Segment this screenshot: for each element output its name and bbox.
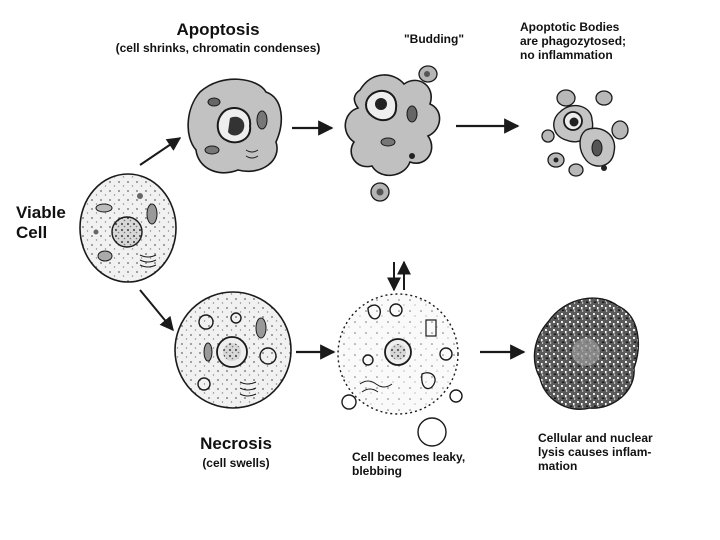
apoptotic-organelle	[204, 145, 220, 155]
lysis-line-1: Cellular and nuclear	[538, 431, 653, 445]
viable-mitochondrion	[95, 203, 113, 213]
membrane-bleb	[417, 417, 447, 447]
necrosis-title: Necrosis	[200, 434, 272, 453]
budding-granule	[409, 153, 415, 159]
leaky-organelle	[439, 347, 453, 361]
necrosis-subtitle: (cell swells)	[202, 456, 270, 470]
leaky-organelle	[389, 303, 403, 317]
bodies-line-1: Apoptotic Bodies	[520, 20, 620, 34]
leaky-organelle	[425, 319, 437, 337]
necrotic-swollen-cell	[174, 291, 292, 409]
membrane-bleb	[449, 389, 463, 403]
leaky-label: Cell becomes leaky, blebbing	[352, 450, 466, 479]
viable-line-2: Cell	[16, 222, 48, 242]
leaky-er	[359, 380, 393, 393]
budding-cell	[344, 65, 441, 202]
leaky-blebbing-cell	[337, 260, 463, 447]
apoptotic-body	[595, 90, 613, 106]
swollen-vacuole	[259, 347, 277, 365]
budding-cell-membrane	[344, 74, 441, 177]
budding-organelle	[380, 137, 396, 147]
apoptosis-subtitle: (cell shrinks, chromatin condenses)	[115, 41, 321, 55]
apoptosis-title: Apoptosis	[176, 20, 260, 39]
lysed-cell	[533, 297, 639, 410]
apoptotic-organelle	[207, 97, 221, 107]
arrow-to-apoptosis	[139, 137, 182, 166]
swollen-vacuole	[198, 314, 214, 330]
apoptotic-body	[556, 89, 576, 107]
lysis-line-3: mation	[538, 458, 578, 473]
leaky-organelle	[421, 372, 436, 390]
viable-line-1: Viable	[16, 203, 66, 222]
apoptotic-body-content	[601, 165, 607, 171]
swollen-vacuole	[230, 312, 242, 324]
lysis-label: Cellular and nuclear lysis causes inflam…	[538, 431, 653, 473]
condensed-chromatin	[228, 116, 245, 136]
lysed-nucleus-remnant	[572, 338, 600, 366]
swollen-cell-chromatin	[223, 343, 241, 361]
viable-granule	[93, 229, 99, 235]
apoptotic-bodies	[541, 89, 629, 177]
leaky-organelle	[367, 304, 382, 320]
apoptotic-shrunk-cell	[187, 78, 282, 174]
apoptotic-bodies-label: Apoptotic Bodies are phagozytosed; no in…	[520, 20, 627, 62]
viable-granule	[137, 193, 143, 199]
apoptotic-er	[245, 149, 259, 159]
detached-bud-content	[424, 71, 430, 77]
apoptotic-body	[541, 129, 555, 143]
apoptotic-body	[568, 163, 584, 177]
lysis-line-2: lysis causes inflam-	[538, 444, 652, 459]
viable-er	[139, 254, 157, 268]
swollen-mitochondrion	[203, 342, 213, 362]
budding-label: "Budding"	[403, 32, 465, 46]
budding-chromatin	[375, 98, 387, 110]
swollen-mitochondrion	[255, 317, 267, 339]
bodies-line-2: are phagozytosed;	[520, 33, 627, 48]
bodies-line-3: no inflammation	[520, 47, 613, 62]
leaky-organelle	[362, 354, 374, 366]
leaky-line-2: blebbing	[352, 463, 402, 478]
apoptotic-body-content	[591, 139, 603, 157]
viable-mitochondrion	[97, 250, 113, 262]
viable-mitochondrion	[146, 203, 158, 225]
viable-cell-nucleus	[111, 216, 143, 248]
swollen-er	[239, 381, 257, 397]
viable-cell	[79, 173, 177, 283]
apoptotic-body-chromatin	[569, 117, 579, 127]
leaky-cell-chromatin	[390, 344, 406, 360]
swollen-vacuole	[197, 377, 211, 391]
detached-bud-content	[376, 188, 384, 196]
apoptotic-organelle	[256, 110, 268, 130]
apoptotic-body	[611, 120, 629, 140]
budding-organelle	[406, 105, 418, 123]
arrow-to-necrosis	[139, 289, 174, 332]
membrane-bleb	[341, 394, 357, 410]
leaky-line-1: Cell becomes leaky,	[352, 450, 466, 464]
viable-cell-label: Viable Cell	[16, 203, 66, 242]
apoptotic-body-content	[553, 157, 559, 163]
